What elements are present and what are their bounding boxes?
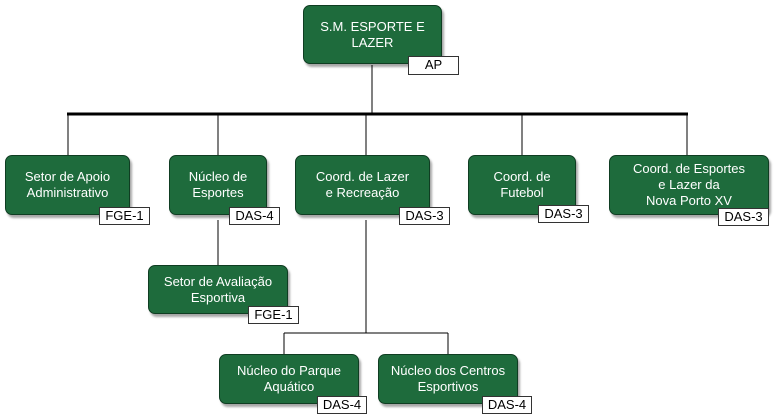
- node-setor-avaliacao-line-2: Esportiva: [190, 289, 246, 305]
- node-parque-aquatico-code: DAS-4: [317, 396, 367, 414]
- node-nucleo-esportes-line-1: Núcleo de: [188, 169, 248, 184]
- node-coord-lazer-code: DAS-3: [399, 207, 450, 225]
- node-nucleo-esportes: Núcleo de Esportes: [169, 155, 267, 215]
- node-coord-nova-porto-line-1: Coord. de Esportes: [632, 161, 745, 176]
- node-nucleo-esportes-line-2: Esportes: [192, 185, 244, 200]
- node-root-code: AP: [408, 56, 459, 75]
- node-centros-esportivos: Núcleo dos Centros Esportivos: [378, 354, 518, 404]
- node-centros-esportivos-line-1: Núcleo dos Centros: [390, 363, 506, 378]
- node-coord-futebol-line-1: Coord. de: [493, 169, 551, 184]
- node-parque-aquatico-line-2: Aquático: [263, 379, 315, 394]
- node-coord-futebol-code: DAS-3: [538, 205, 589, 223]
- node-coord-nova-porto: Coord. de Esportes e Lazer da Nova Porto…: [609, 155, 769, 215]
- node-coord-futebol-line-2: Futebol: [500, 185, 544, 200]
- node-root-line-1: S.M. ESPORTE E: [320, 18, 425, 34]
- node-coord-lazer-line-1: Coord. de Lazer: [315, 169, 410, 184]
- node-coord-nova-porto-code: DAS-3: [718, 208, 769, 226]
- node-setor-apoio-code: FGE-1: [99, 207, 150, 225]
- node-coord-nova-porto-line-2: e Lazer da: [658, 177, 720, 192]
- node-setor-avaliacao: Setor de Avaliação Esportiva: [148, 265, 288, 314]
- node-parque-aquatico-line-1: Núcleo do Parque: [236, 363, 342, 378]
- node-root: S.M. ESPORTE E LAZER: [303, 5, 442, 64]
- node-centros-esportivos-code: DAS-4: [482, 396, 532, 414]
- node-setor-apoio-line-1: Setor de Apoio: [24, 169, 111, 184]
- node-root-line-2: LAZER: [351, 34, 394, 50]
- node-coord-futebol: Coord. de Futebol: [468, 155, 576, 215]
- node-setor-apoio: Setor de Apoio Administrativo: [5, 155, 130, 215]
- node-setor-avaliacao-code: FGE-1: [248, 306, 299, 324]
- node-coord-nova-porto-line-3: Nova Porto XV: [645, 193, 732, 208]
- node-setor-avaliacao-line-1: Setor de Avaliação: [163, 273, 273, 289]
- node-parque-aquatico: Núcleo do Parque Aquático: [219, 354, 359, 404]
- node-coord-lazer-line-2: e Recreação: [325, 185, 400, 200]
- node-nucleo-esportes-code: DAS-4: [229, 207, 280, 225]
- node-setor-apoio-line-2: Administrativo: [26, 185, 109, 200]
- node-coord-lazer: Coord. de Lazer e Recreação: [295, 155, 430, 215]
- node-centros-esportivos-line-2: Esportivos: [417, 379, 479, 394]
